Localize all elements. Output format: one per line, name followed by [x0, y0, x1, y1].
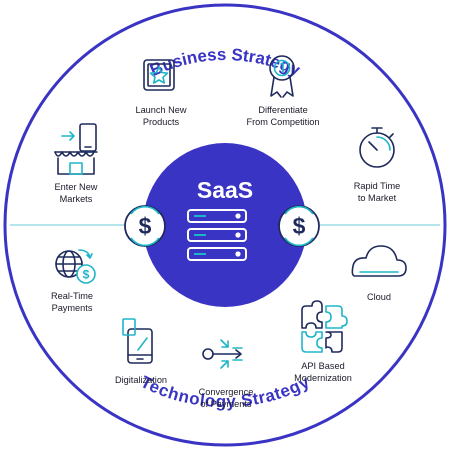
dollar-cycle-icon-left: $ — [124, 205, 166, 247]
star-tile-icon — [143, 59, 175, 91]
svg-text:$: $ — [139, 213, 152, 239]
label-differentiate-from-competition: Differentiate From Competition — [246, 105, 320, 127]
puzzle-pieces-icon — [301, 300, 348, 353]
mobile-payment-icon — [122, 318, 153, 364]
converging-arrows-icon — [202, 339, 243, 369]
center-circle — [143, 143, 307, 307]
label-rapid-time-to-market: Rapid Time to Market — [353, 181, 401, 203]
label-api-based-modernization: API Based Modernization — [294, 361, 352, 383]
storefront-mobile-icon — [54, 123, 98, 175]
stopwatch-icon — [359, 127, 395, 168]
svg-text:$: $ — [293, 213, 306, 239]
center-title: SaaS — [197, 177, 253, 203]
outer-ring — [3, 3, 447, 447]
server-stack-icon — [187, 209, 247, 261]
label-convergence-of-payments: Convergence of Payments — [198, 387, 254, 409]
label-enter-new-markets: Enter New Markets — [54, 182, 98, 204]
globe-dollar-icon: $ — [55, 249, 96, 284]
label-digitalization: Digitalization — [114, 375, 168, 385]
svg-text:$: $ — [83, 268, 90, 282]
label-launch-new-products: Launch New Products — [135, 105, 187, 127]
cloud-icon — [351, 245, 407, 277]
label-cloud: Cloud — [366, 292, 391, 302]
label-real-time-payments: Real-Time Payments — [50, 291, 94, 313]
dollar-cycle-icon-right: $ — [278, 205, 320, 247]
award-ribbon-icon — [269, 55, 295, 98]
